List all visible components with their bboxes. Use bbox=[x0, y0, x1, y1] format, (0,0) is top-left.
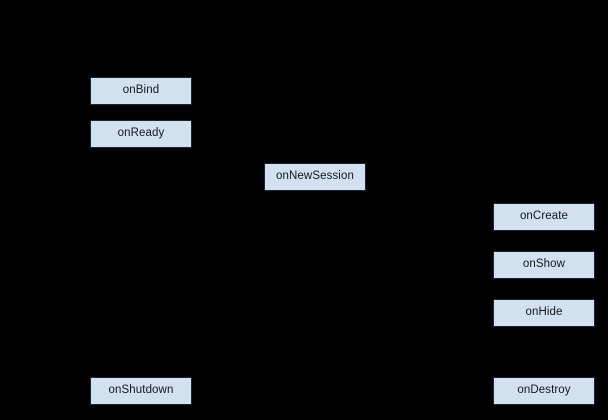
lifecycle-node-label: onShow bbox=[522, 258, 566, 271]
lifecycle-node-oncreate[interactable]: onCreate bbox=[493, 203, 595, 231]
lifecycle-node-label: onNewSession bbox=[276, 170, 354, 183]
lifecycle-node-onshutdown[interactable]: onShutdown bbox=[90, 377, 192, 405]
lifecycle-node-onnewsession[interactable]: onNewSession bbox=[264, 163, 366, 191]
lifecycle-node-onhide[interactable]: onHide bbox=[493, 299, 595, 327]
lifecycle-node-label: onReady bbox=[117, 127, 165, 140]
lifecycle-node-label: onHide bbox=[525, 306, 563, 319]
lifecycle-node-label: onDestroy bbox=[517, 384, 571, 397]
lifecycle-node-onshow[interactable]: onShow bbox=[493, 251, 595, 279]
lifecycle-node-label: onBind bbox=[122, 84, 160, 97]
lifecycle-node-onbind[interactable]: onBind bbox=[90, 77, 192, 105]
lifecycle-node-ondestroy[interactable]: onDestroy bbox=[493, 377, 595, 405]
lifecycle-node-label: onShutdown bbox=[108, 384, 174, 397]
lifecycle-node-label: onCreate bbox=[519, 210, 569, 223]
lifecycle-node-onready[interactable]: onReady bbox=[90, 120, 192, 148]
